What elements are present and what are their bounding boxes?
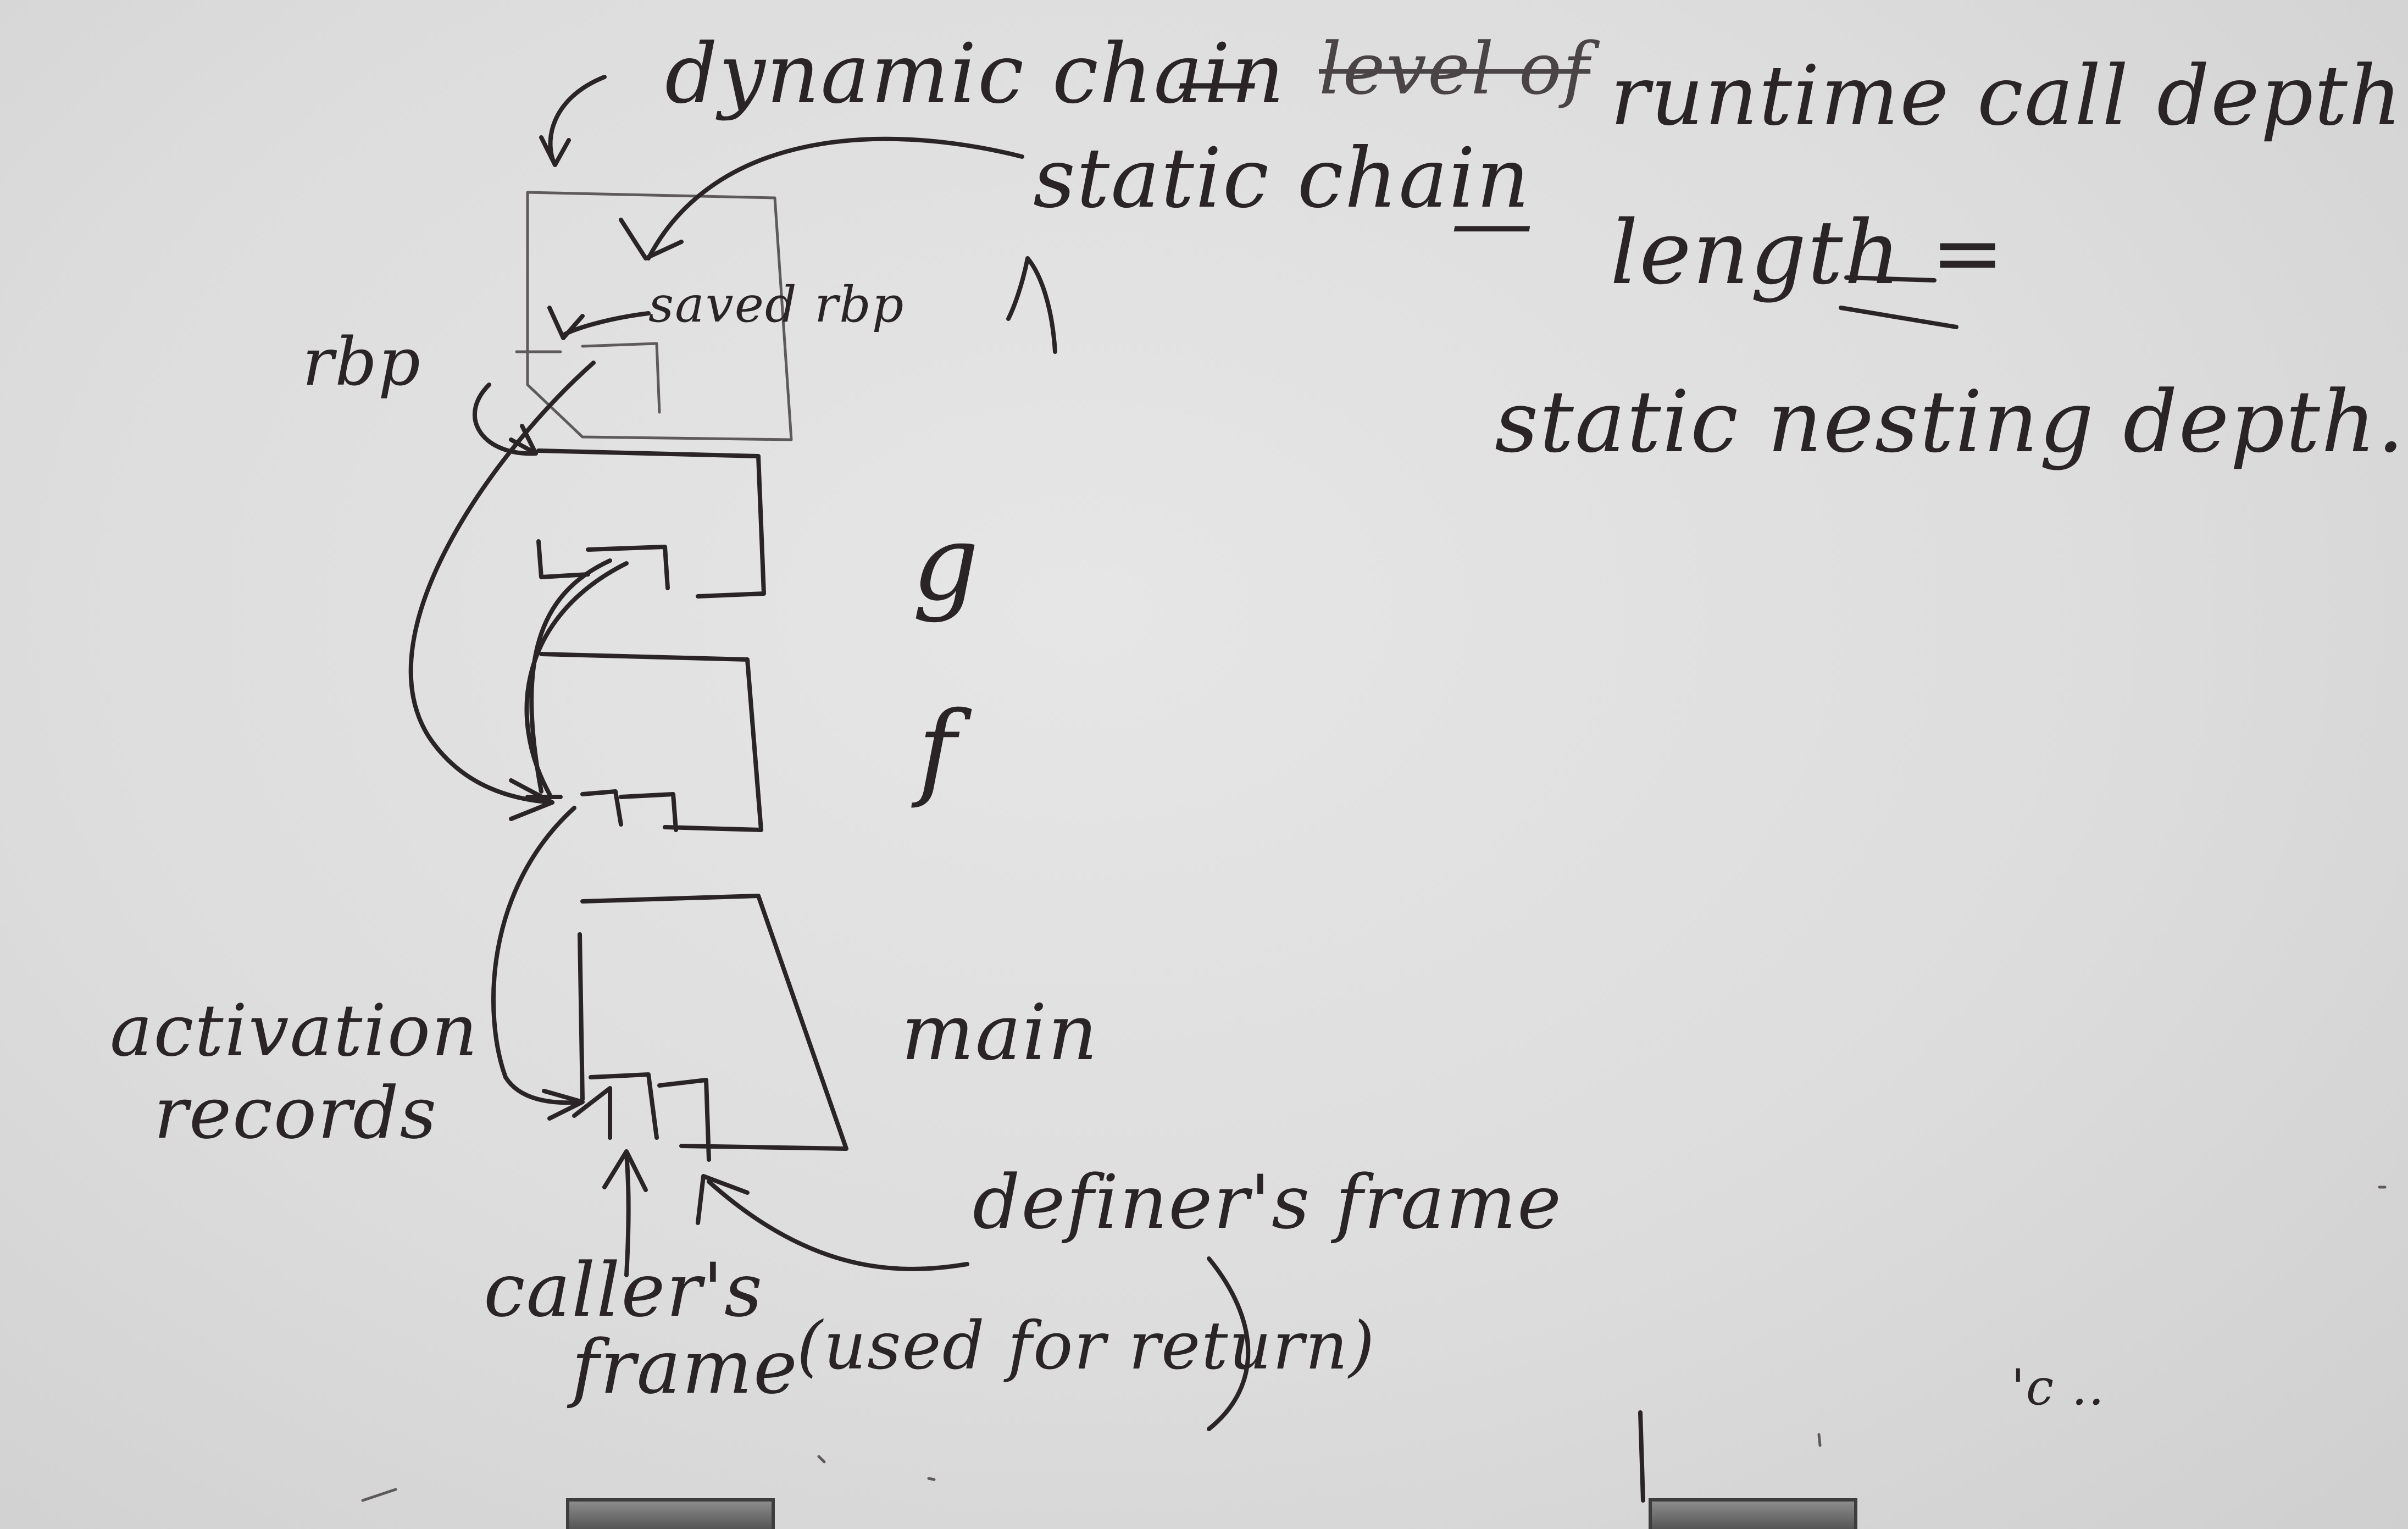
dash-2: — — [1451, 175, 1534, 270]
stray-dot-1 — [817, 1455, 826, 1464]
marker-tray-clip-right — [1649, 1498, 1857, 1529]
callers-frame-label-line2: frame — [572, 1324, 798, 1410]
stack-frames — [515, 191, 848, 1162]
dynamic-chain-arrowhead — [539, 135, 571, 167]
frame-box-f — [539, 652, 763, 832]
static-chain-arrow — [646, 136, 1024, 261]
marker-tray-clip-left — [566, 1498, 775, 1529]
static-chain-arrowhead — [619, 218, 684, 261]
used-for-return-label: (used for return) — [797, 1308, 1376, 1384]
frame-links — [408, 361, 629, 1121]
definers-frame-arrow — [707, 1179, 969, 1271]
arrowhead-main — [542, 1089, 585, 1121]
rbp-label: rbp — [302, 324, 421, 401]
definers-frame-label: definer's frame — [973, 1159, 1563, 1245]
saved-rbp-arrowhead — [547, 306, 585, 340]
stray-marks-text: 'c .. — [2011, 1359, 2105, 1416]
bracket-marks-main — [572, 1072, 711, 1162]
stray-dot-4 — [1817, 1433, 1822, 1447]
static-chain-label: static chain — [1033, 131, 1531, 226]
activation-records-label-line2: records — [154, 1071, 438, 1155]
bottom-arrows — [602, 275, 1958, 1431]
arrowhead-f — [509, 778, 554, 821]
rbp-loop-arrow — [472, 383, 538, 456]
callers-frame-arrow — [624, 1152, 631, 1277]
length-label: length = — [1610, 201, 2006, 304]
callers-frame-label-line1: caller's — [484, 1247, 764, 1333]
link-g-to-f-1 — [524, 561, 629, 796]
stray-dot-2 — [927, 1477, 936, 1481]
used-for-return-paren — [1207, 1256, 1251, 1431]
dynamic-chain-label: dynamic chain — [665, 26, 1286, 122]
saved-rbp-label: saved rbp — [648, 276, 905, 334]
stray-dash-left — [361, 1488, 397, 1502]
frame-box-main — [580, 894, 848, 1151]
main-left-edge — [578, 932, 585, 1101]
frame-f-label: f — [918, 689, 958, 811]
chain-arrows — [472, 75, 1057, 456]
bracket-marks-g — [536, 539, 670, 590]
frame-box-g — [536, 448, 766, 599]
rbp-loop-arrowhead — [509, 424, 538, 456]
link-f-to-main — [491, 806, 585, 1105]
callers-frame-arrowhead — [602, 1149, 648, 1192]
static-nesting-depth-label: static nesting depth. — [1495, 372, 2406, 472]
activation-records-label-line1: activation — [110, 989, 479, 1072]
length-equals-sign — [1839, 275, 1958, 329]
dash-1: — — [1176, 32, 1260, 128]
runtime-call-depth-label: runtime call depth — [1610, 48, 2403, 144]
definers-frame-arrowhead — [696, 1174, 750, 1225]
bracket-marks-f — [525, 789, 678, 832]
bracket-marks-top — [515, 342, 661, 414]
stray-marks — [361, 1185, 2387, 1503]
link-g-to-f-2 — [529, 558, 612, 794]
static-chain-up-arrow — [1006, 256, 1057, 354]
frame-g-label: g — [912, 502, 980, 624]
link-top-to-f — [408, 361, 596, 805]
struck-text: level of — [1319, 27, 1591, 110]
frame-main-label: main — [901, 988, 1099, 1078]
dynamic-chain-arrow — [548, 75, 607, 167]
stray-line-bottom — [1638, 1410, 1645, 1503]
